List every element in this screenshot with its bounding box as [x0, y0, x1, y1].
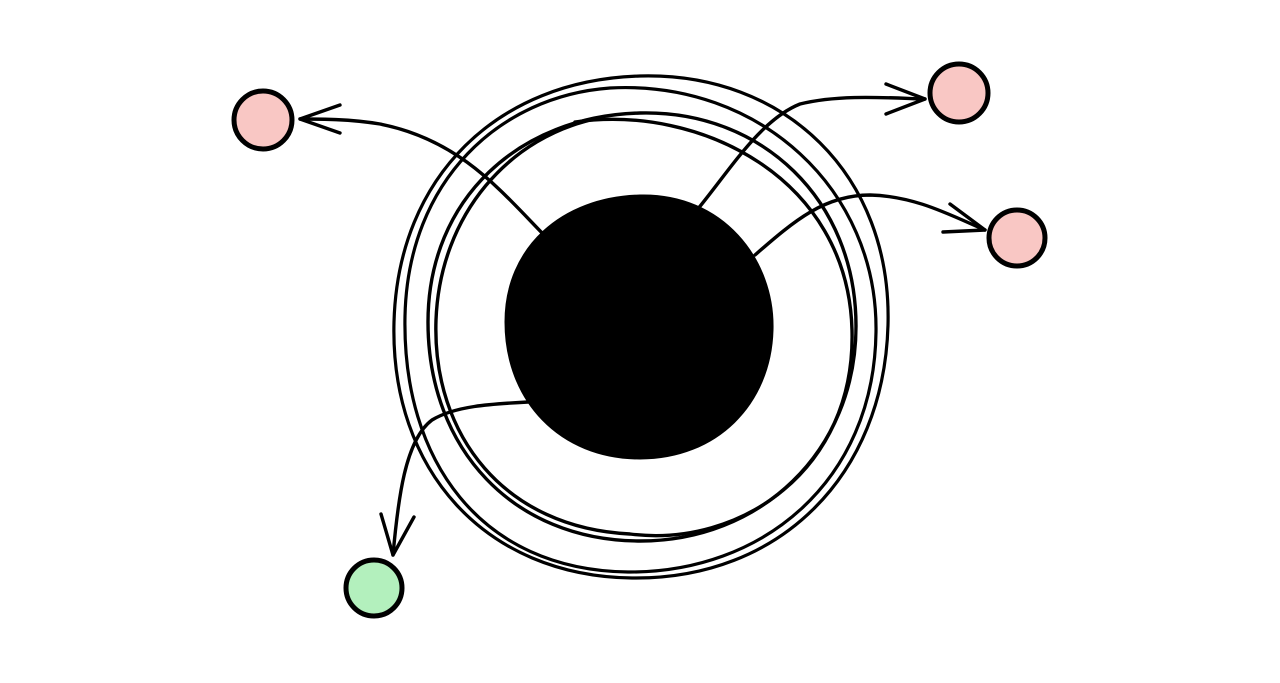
- node-right: [986, 207, 1048, 269]
- node-top-left: [231, 88, 295, 152]
- arrow-to-top-right: [695, 82, 927, 212]
- inner-ring: [426, 111, 858, 543]
- node-bottom-left: [343, 557, 405, 619]
- core: [504, 194, 774, 460]
- arrow-to-right: [753, 193, 987, 257]
- arrow-to-bottom-left: [379, 400, 530, 557]
- node-top-right: [927, 61, 991, 125]
- arrow-to-top-left: [298, 103, 547, 238]
